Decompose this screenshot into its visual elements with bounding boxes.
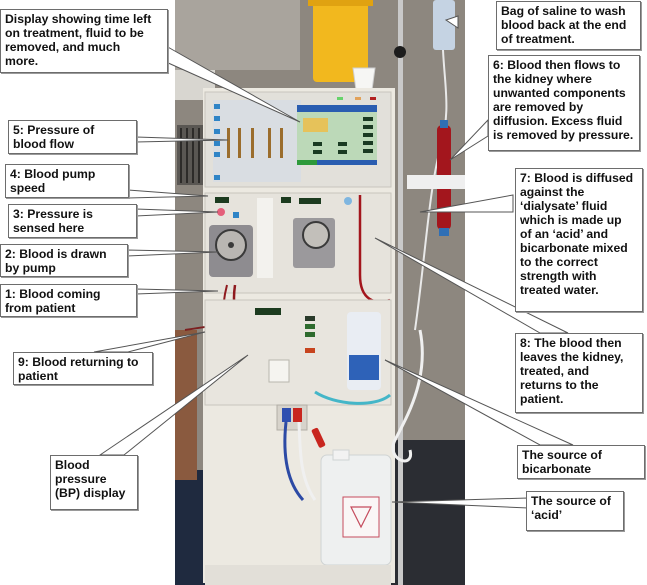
saline-bag [433,0,455,50]
callout-step6-kidney: 6: Blood then flows to the kidney where … [488,55,640,151]
callout-bicarbonate-source: The source of bicarbonate [517,445,645,479]
sharps-bin [313,0,368,82]
wall-panel [175,0,300,70]
dialysis-machine-photo [175,0,465,585]
callout-acid-source: The source of ‘acid’ [526,491,624,531]
chair-armrest [175,330,197,480]
iv-pole [398,0,403,585]
blood-pump [209,225,253,277]
pressure-sliders [227,128,283,158]
pressure-gauges-panel [213,100,301,182]
status-light-green [337,97,343,100]
heparin-pump [293,218,335,268]
pressure-sensor [217,208,225,216]
status-light-amber [355,97,361,100]
pump-speed-display [215,197,229,203]
callout-bp-display: Blood pressure (BP) display [50,455,138,510]
bicarbonate-bag [347,312,381,390]
callout-step8-leaves-kidney: 8: The blood then leaves the kidney, tre… [515,333,643,413]
callout-step7-dialysate: 7: Blood is diffused against the ‘dialys… [515,168,643,312]
status-light-red [370,97,376,100]
radiator [177,125,205,185]
callout-step4-pump-speed: 4: Blood pump speed [5,164,129,198]
bp-display [305,316,315,353]
concentrate-connectors [276,404,308,431]
callout-step9-returning: 9: Blood returning to patient [13,352,153,385]
callout-step3-pressure-sensed: 3: Pressure is sensed here [8,204,137,238]
dialyser-holder [407,175,465,189]
floor-dark [385,440,465,585]
callout-display: Display showing time left on treatment, … [0,9,168,73]
paper-cup [352,67,376,91]
acid-canister [320,449,392,566]
callout-step1-from-patient: 1: Blood coming from patient [0,284,137,317]
pole-clamp [394,46,406,58]
callout-saline-bag: Bag of saline to wash blood back at the … [496,1,641,50]
machine-illustration [175,0,465,585]
callout-step2-pump: 2: Blood is drawn by pump [0,244,128,277]
callout-step5-pressure: 5: Pressure of blood flow [8,120,137,154]
